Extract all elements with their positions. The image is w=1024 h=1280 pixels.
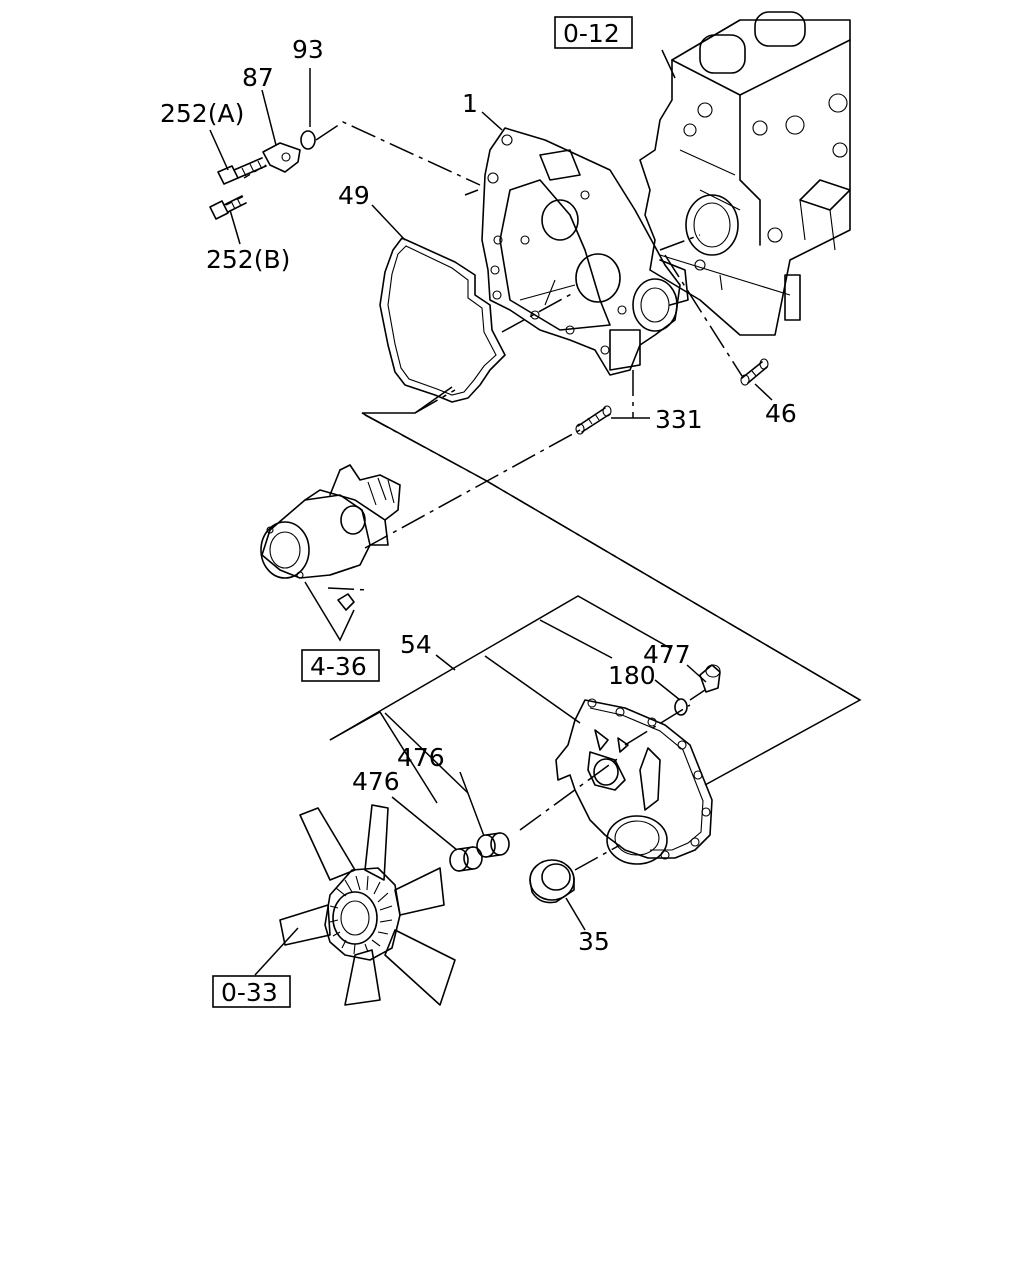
cooling-fan	[279, 804, 456, 1006]
callout-252b: 252(B)	[206, 245, 290, 274]
bushing-lower	[449, 846, 483, 872]
power-steering-pump	[260, 464, 401, 611]
callout-476-upper: 476	[397, 743, 445, 772]
callout-49: 49	[338, 181, 370, 210]
callout-252a: 252(A)	[160, 99, 244, 128]
gasket	[379, 237, 506, 403]
callout-477: 477	[643, 640, 691, 669]
callout-180: 180	[608, 661, 656, 690]
stud-46	[740, 358, 769, 386]
plug	[699, 664, 721, 693]
callout-331: 331	[655, 405, 703, 434]
bracket	[262, 142, 301, 173]
reference-box-0-33[interactable]: 0-33	[212, 975, 291, 1008]
callout-labels: 93 87 252(A) 252(B) 1 49 331 46 54 477 1…	[160, 35, 797, 956]
timing-gear-plate	[481, 127, 689, 376]
center-lines	[225, 121, 861, 871]
reference-label-4-36: 4-36	[310, 652, 367, 681]
reference-box-0-12[interactable]: 0-12	[554, 16, 633, 49]
callout-54: 54	[400, 630, 432, 659]
engine-block-illustration	[639, 11, 851, 336]
leader-lines	[209, 49, 862, 976]
reference-label-0-33: 0-33	[221, 978, 278, 1007]
reference-label-0-12: 0-12	[563, 19, 620, 48]
callout-93: 93	[292, 35, 324, 64]
callout-1: 1	[462, 89, 478, 118]
reference-box-4-36[interactable]: 4-36	[301, 649, 380, 682]
o-ring	[300, 130, 316, 150]
callout-87: 87	[242, 63, 274, 92]
callout-476-lower: 476	[352, 767, 400, 796]
bolt-a	[217, 157, 267, 185]
washer	[674, 698, 688, 716]
oil-seal	[529, 859, 575, 904]
stud-331	[575, 405, 612, 435]
bushing-upper	[476, 832, 510, 858]
bolt-b	[209, 195, 247, 220]
callout-35: 35	[578, 927, 610, 956]
front-cover	[555, 698, 713, 865]
callout-46: 46	[765, 399, 797, 428]
